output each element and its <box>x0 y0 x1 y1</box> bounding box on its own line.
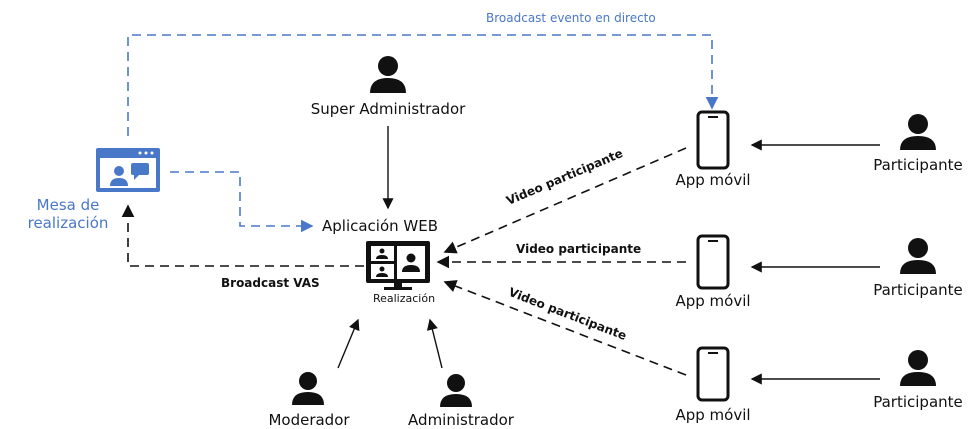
person-icon-participante-3 <box>900 350 936 386</box>
administrador-label: Administrador <box>408 411 514 429</box>
video-participante-label-2: Video participante <box>516 242 642 256</box>
video-conference-monitor-icon <box>366 241 430 290</box>
person-icon-participante-2 <box>900 238 936 274</box>
participante-label-2: Participante <box>873 281 963 299</box>
broadcast-vas-label: Broadcast VAS <box>221 276 320 290</box>
super-admin-label: Super Administrador <box>310 100 466 118</box>
app-movil-label-3: App móvil <box>675 406 751 424</box>
broadcast-live-label: Broadcast evento en directo <box>486 11 656 25</box>
broadcast-vas-connector <box>121 204 364 267</box>
moderador-label: Moderador <box>268 411 350 429</box>
person-icon-moderador <box>292 372 324 405</box>
mesa-label-line2: realización <box>27 214 109 232</box>
smartphone-icon-1 <box>696 110 730 170</box>
video-connector-1 <box>443 147 687 254</box>
person-icon-administrador <box>440 374 472 407</box>
person-icon-superadmin <box>370 56 406 93</box>
app-movil-label-2: App móvil <box>675 292 751 310</box>
app-movil-label-1: App móvil <box>675 171 751 189</box>
browser-window-icon <box>96 148 160 192</box>
administrador-connector <box>426 318 443 369</box>
person-icon-participante-1 <box>900 114 936 150</box>
video-connector-3 <box>443 280 687 376</box>
app-web-label: Aplicación WEB <box>322 217 439 235</box>
mesa-label-line1: Mesa de <box>36 196 100 214</box>
broadcast-live-connector <box>127 34 719 136</box>
participante-label-3: Participante <box>873 393 963 411</box>
smartphone-icon-3 <box>696 346 730 402</box>
realizacion-label: Realización <box>372 292 436 305</box>
mesa-to-web-connector <box>170 171 314 233</box>
moderador-connector <box>337 318 360 369</box>
smartphone-icon-2 <box>696 234 730 290</box>
participante-label-1: Participante <box>873 156 963 174</box>
